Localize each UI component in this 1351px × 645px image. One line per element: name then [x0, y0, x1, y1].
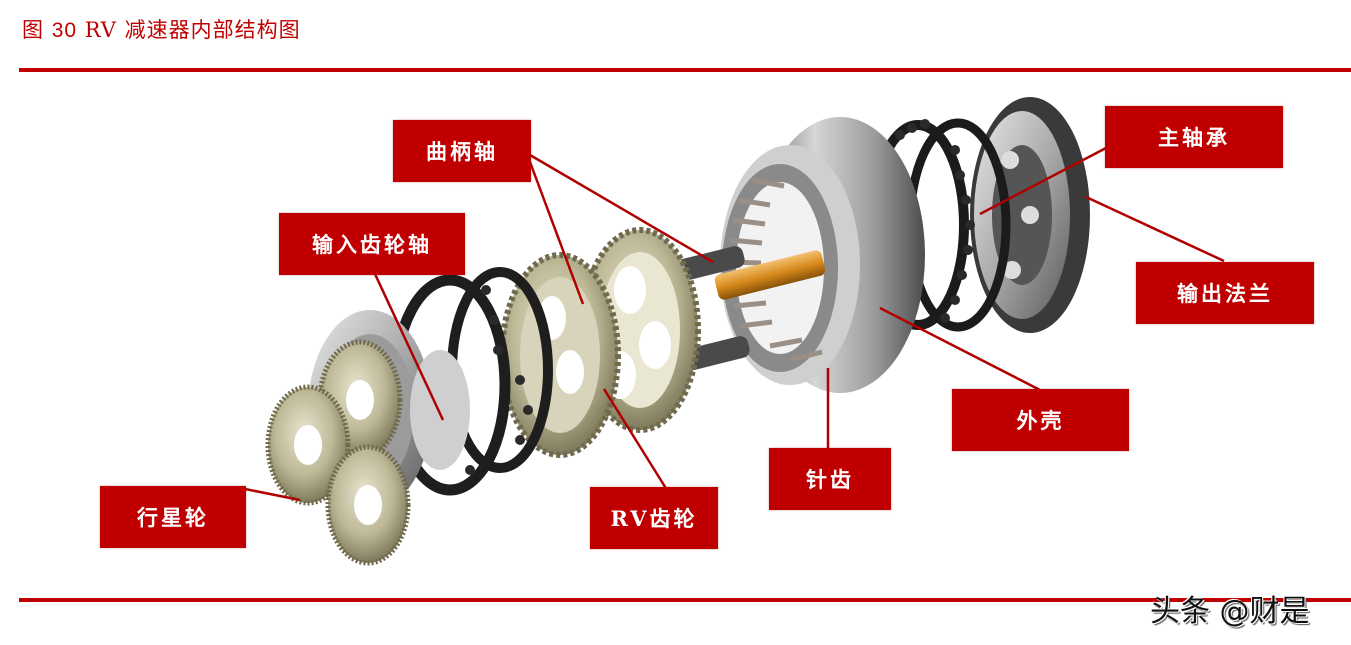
bottom-divider: [19, 598, 1351, 602]
callout-pin-teeth-label: 针齿: [806, 467, 854, 492]
callout-output-flange-label: 输出法兰: [1177, 281, 1273, 306]
callout-output-flange: 输出法兰: [1136, 262, 1314, 324]
middle-bearing-balls: [435, 285, 533, 475]
callout-planet-gear-label: 行星轮: [137, 505, 209, 530]
rv-gear-part: [499, 227, 701, 458]
figure-title-text: RV 减速器内部结构图: [84, 18, 301, 42]
callout-input-gear-shaft: 输入齿轮轴: [279, 213, 465, 275]
leader-lines: [239, 146, 1225, 502]
main-bearing-balls: [895, 119, 975, 323]
planet-gear-part: [265, 339, 411, 566]
callout-rv-gear: RV齿轮: [590, 487, 718, 549]
input-shaft-part: [714, 250, 826, 300]
callout-pin-teeth: 针齿: [769, 448, 891, 510]
callout-crankshaft: 曲柄轴: [393, 120, 531, 182]
callout-rv-gear-label: RV齿轮: [610, 506, 698, 531]
callout-planet-gear: 行星轮: [100, 486, 246, 548]
figure-title-number: 30: [51, 19, 78, 42]
watermark: 头条 @财是: [1150, 594, 1310, 629]
housing-part: [720, 117, 925, 393]
callout-main-bearing: 主轴承: [1105, 106, 1283, 168]
callout-housing: 外壳: [952, 389, 1129, 451]
figure-title-prefix: 图: [22, 18, 44, 42]
callout-crankshaft-label: 曲柄轴: [426, 139, 498, 164]
callout-main-bearing-label: 主轴承: [1158, 125, 1230, 150]
callout-input-gear-shaft-label: 输入齿轮轴: [312, 232, 432, 257]
callout-housing-label: 外壳: [1016, 408, 1065, 433]
figure-title: 图 30 RV 减速器内部结构图: [22, 14, 301, 44]
top-divider: [19, 68, 1351, 72]
